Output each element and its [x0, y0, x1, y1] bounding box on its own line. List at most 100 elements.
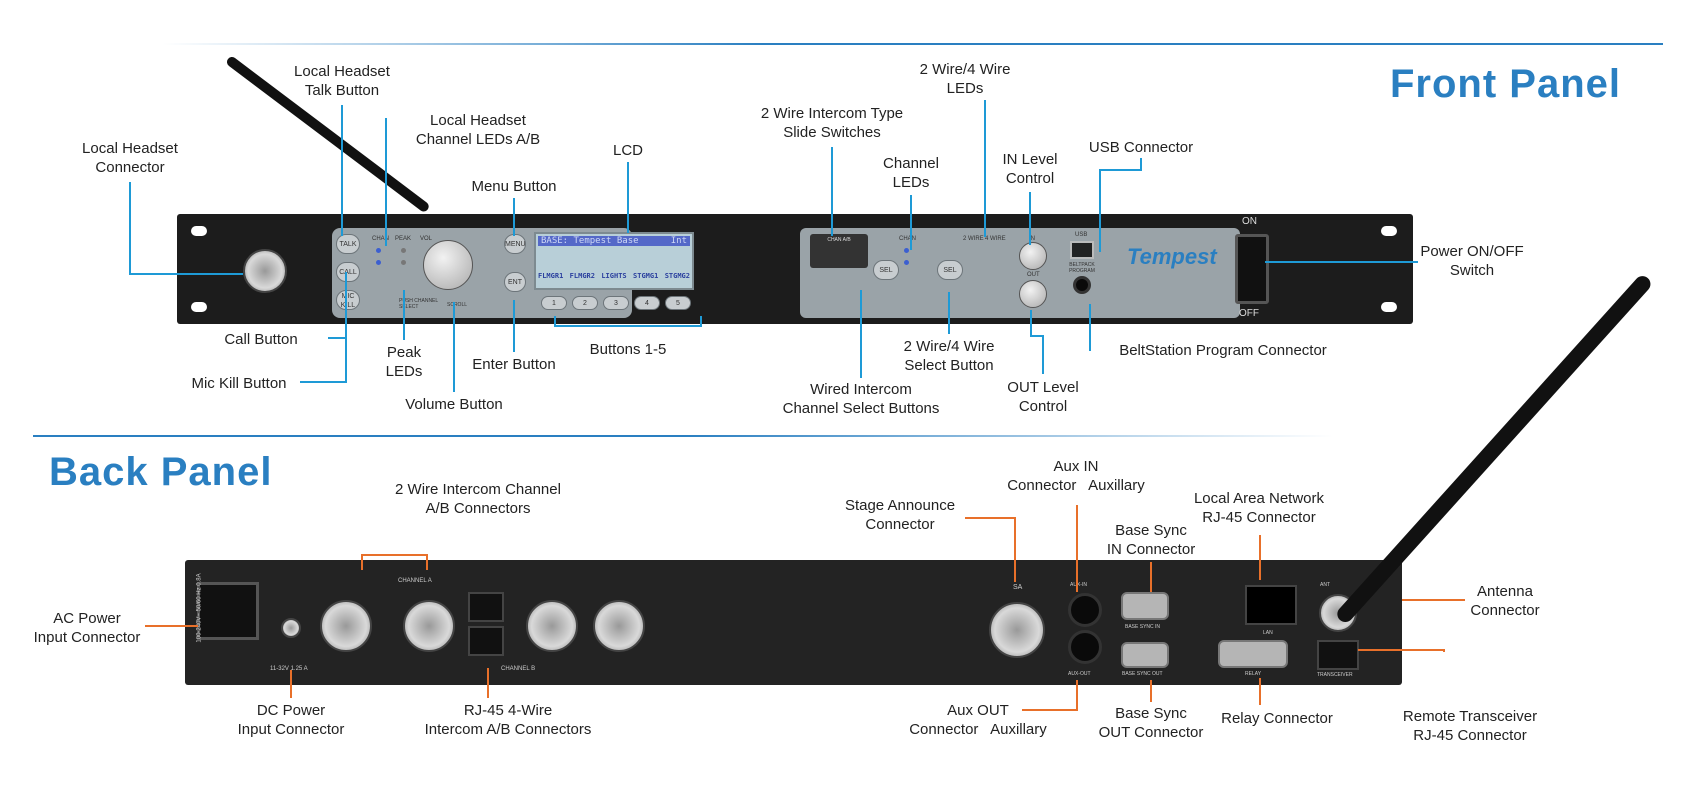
in-level-knob[interactable] [1019, 242, 1047, 270]
enter-button[interactable]: ENT [504, 272, 526, 292]
rj45-intercom-a[interactable] [468, 592, 504, 622]
base-sync-out-connector[interactable] [1121, 642, 1169, 668]
intercom-chan-label: CHAN [899, 236, 917, 242]
dc-power-connector[interactable] [281, 618, 301, 638]
call-button[interactable]: CALL [336, 262, 360, 282]
mic-kill-button[interactable]: MIC KILL [336, 290, 360, 310]
four-wire-label: 4 WIRE [985, 236, 1006, 242]
front-divider [163, 43, 1663, 45]
channel-b-male-xlr[interactable] [526, 600, 578, 652]
push-channel-select-label: PUSH CHANNEL SELECT [399, 298, 438, 310]
two-four-wire-select-button[interactable]: SEL [937, 260, 963, 280]
ac-power-connector[interactable] [197, 582, 259, 640]
aux-out-connector[interactable] [1068, 630, 1102, 664]
slide-switch[interactable]: CHAN A/B [810, 234, 868, 268]
aux-in-label: AUX-IN [1070, 582, 1087, 588]
button-1[interactable]: 1 [541, 296, 567, 310]
talk-button[interactable]: TALK [336, 234, 360, 254]
beltstation-program-connector[interactable] [1073, 276, 1091, 294]
label-beltstation: BeltStation Program Connector [1119, 342, 1327, 359]
remote-transceiver-connector[interactable] [1317, 640, 1359, 670]
channel-a-male-xlr[interactable] [320, 600, 372, 652]
label-volume: Volume Button [405, 396, 503, 413]
aux-in-connector[interactable] [1068, 593, 1102, 627]
lcd-display: BASE: Tempest Base Int FLMGR1 FLMGR2 LIG… [534, 232, 694, 290]
label-mic-kill: Mic Kill Button [191, 375, 287, 392]
on-label: ON [1242, 216, 1257, 227]
lan-label: LAN [1263, 630, 1273, 636]
in-label: IN [1029, 236, 1035, 242]
lcd-header: BASE: Tempest Base [541, 236, 639, 246]
label-buttons-1-5: Buttons 1-5 [589, 341, 667, 358]
base-sync-out-label: BASE SYNC OUT [1122, 671, 1163, 677]
lcd-channel: FLMGR1 [538, 272, 564, 280]
headset-connector[interactable] [243, 249, 287, 293]
leader-stage [965, 517, 1016, 582]
leader-outlevel [1030, 310, 1044, 374]
aux-out-label: AUX-OUT [1068, 671, 1091, 677]
button-3[interactable]: 3 [603, 296, 629, 310]
label-call-button: Call Button [224, 331, 298, 348]
two-wire-label: 2 WIRE [963, 236, 984, 242]
leader-buttons [554, 316, 702, 327]
channel-led-a [376, 248, 381, 253]
leader-twowire [361, 554, 428, 570]
label-lcd: LCD [612, 142, 644, 159]
intercom-channel-led-b [904, 260, 909, 265]
volume-knob[interactable] [423, 240, 473, 290]
channel-b-female-xlr[interactable] [593, 600, 645, 652]
peak-led-b [401, 260, 406, 265]
usb-connector[interactable] [1070, 241, 1094, 259]
lcd-channel: STGMG2 [664, 272, 690, 280]
power-switch[interactable] [1235, 234, 1269, 304]
label-usb: USB Connector [1088, 139, 1194, 156]
button-2[interactable]: 2 [572, 296, 598, 310]
sa-label: SA [1013, 584, 1023, 591]
out-label: OUT [1027, 272, 1040, 278]
scroll-label: SCROLL [447, 302, 468, 308]
intercom-channel-led-a [904, 248, 909, 253]
back-divider [33, 435, 1333, 437]
leader-transceiver [1358, 649, 1445, 652]
channel-select-button-a[interactable]: SEL [873, 260, 899, 280]
vol-label: VOL [420, 236, 433, 242]
relay-connector[interactable] [1218, 640, 1288, 668]
usb-label: USB [1075, 232, 1088, 238]
button-5[interactable]: 5 [665, 296, 691, 310]
button-4[interactable]: 4 [634, 296, 660, 310]
base-sync-in-connector[interactable] [1121, 592, 1169, 620]
off-label: OFF [1239, 308, 1259, 319]
leader-usb [1099, 158, 1142, 252]
front-panel-title: Front Panel [1390, 62, 1622, 106]
stage-announce-connector[interactable] [989, 602, 1045, 658]
out-level-knob[interactable] [1019, 280, 1047, 308]
leader-call [328, 272, 347, 339]
base-sync-in-label: BASE SYNC IN [1125, 624, 1161, 630]
lan-connector[interactable] [1245, 585, 1297, 625]
channel-a-female-xlr[interactable] [403, 600, 455, 652]
rj45-intercom-b[interactable] [468, 626, 504, 656]
beltpack-program-label: BELTPACK PROGRAM [1069, 262, 1095, 274]
